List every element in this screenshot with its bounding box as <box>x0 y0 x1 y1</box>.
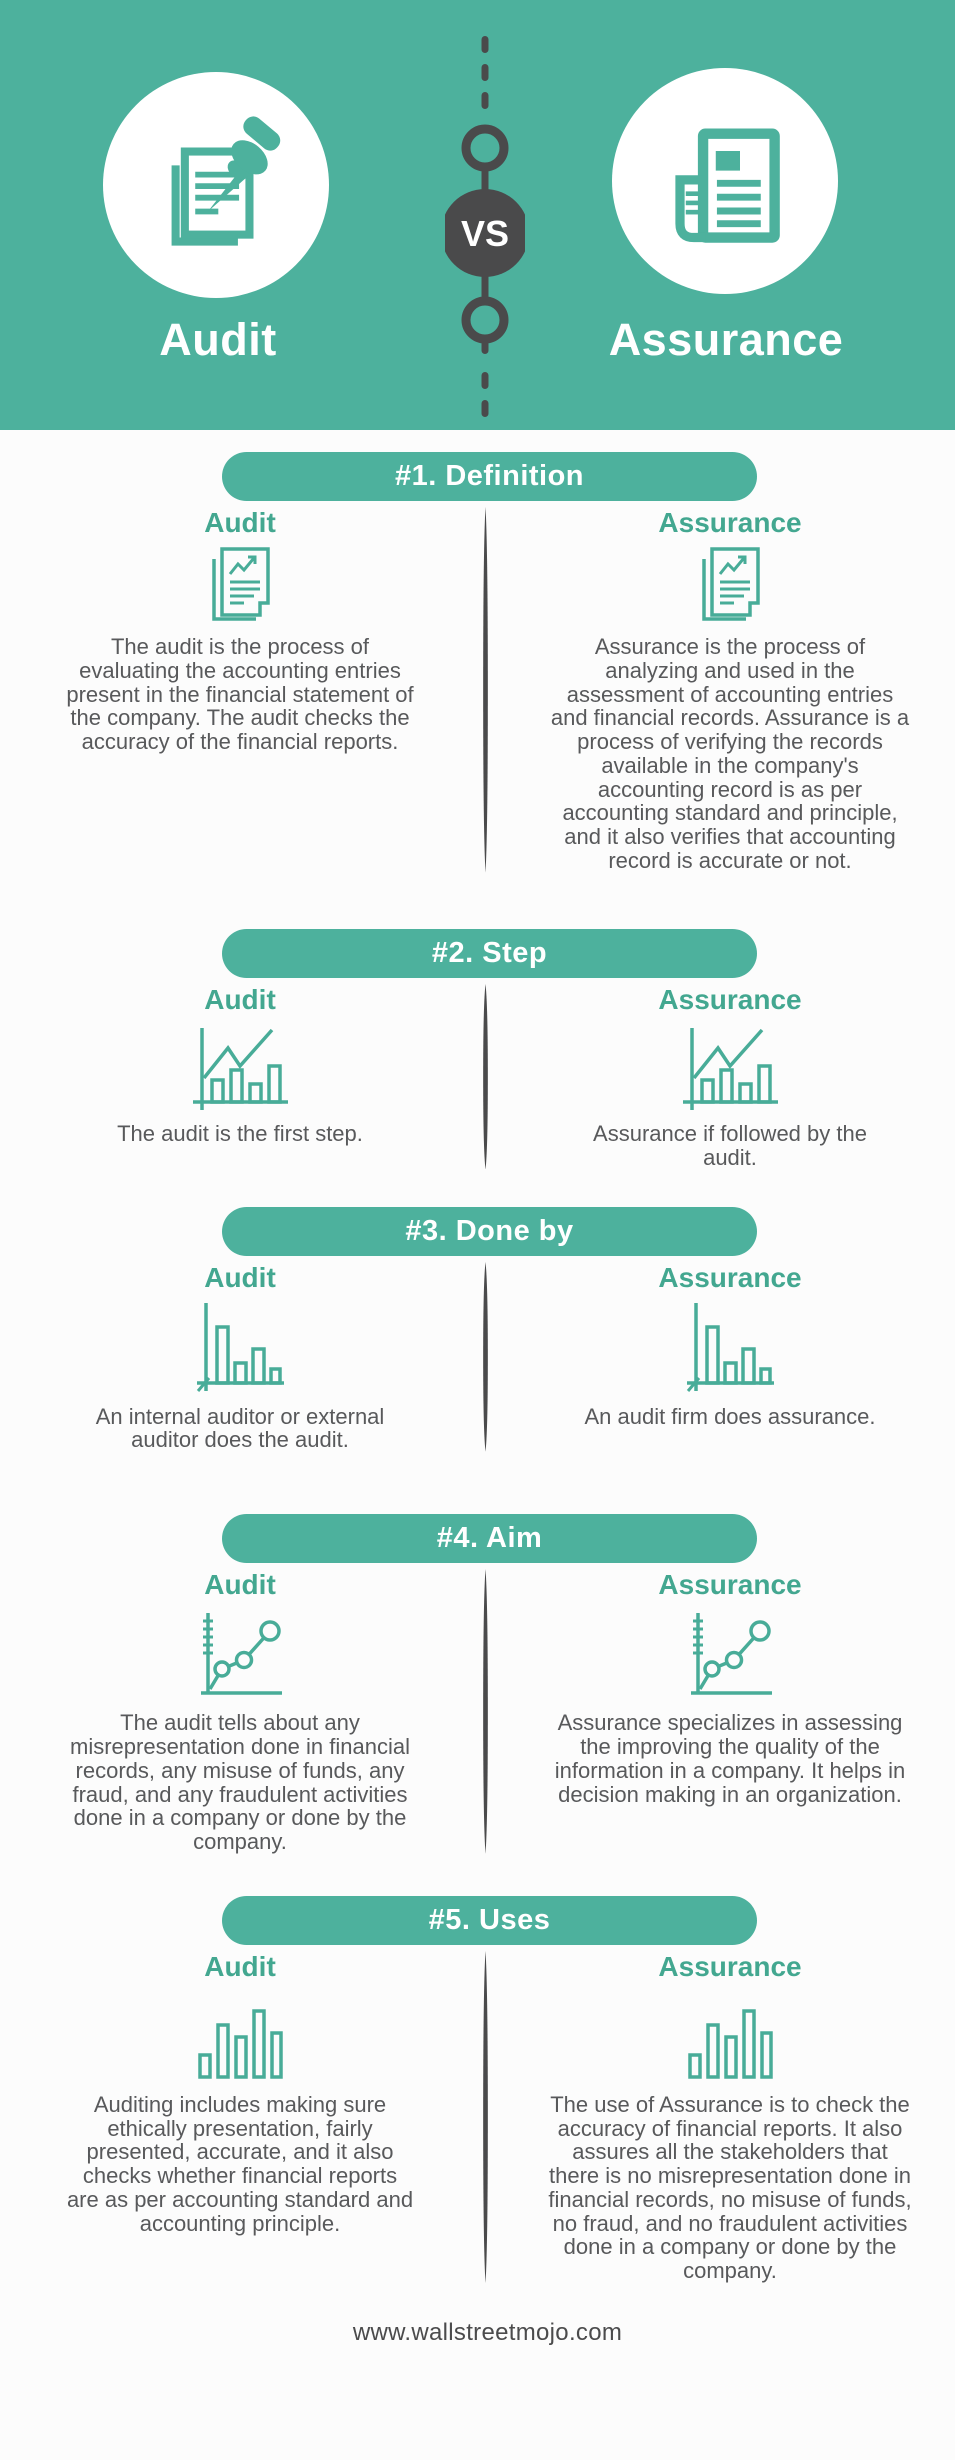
column-text: Assurance if followed by the audit. <box>593 1120 867 1170</box>
column-text: Assurance specializes in assessing the i… <box>554 1710 906 1807</box>
divider-line <box>460 1950 510 2283</box>
section-step: #2. Step Audit The audit is the first st… <box>0 928 955 1170</box>
document-chart-icon <box>702 547 760 621</box>
scatter-line-chart-icon <box>691 1613 772 1695</box>
document-chart-icon <box>212 547 270 621</box>
column-text: The audit tells about any misrepresentat… <box>70 1710 410 1854</box>
audit-column: Audit An internal auditor or external au… <box>20 1262 460 1452</box>
audit-column: Audit Auditing includes making sure ethi… <box>20 1951 460 2283</box>
section-pill: #5. Uses <box>222 1895 757 1945</box>
hero-header: Audit Assurance VS <box>0 0 955 430</box>
hero-title-assurance: Assurance <box>608 314 844 365</box>
bar-chart-trend-icon <box>193 1027 288 1110</box>
column-heading: Audit <box>204 983 276 1015</box>
assurance-column: Assurance Assurance if followed by the a… <box>510 984 950 1170</box>
equalizer-bars-icon <box>198 2009 283 2079</box>
hero-title-audit: Audit <box>159 314 277 365</box>
declining-bar-chart-icon <box>196 1302 284 1392</box>
assurance-column: Assurance The use of Assurance is to che… <box>510 1951 950 2283</box>
column-heading: Assurance <box>658 1950 802 1982</box>
audit-column: Audit The audit is the process of evalua… <box>20 507 460 873</box>
column-heading: Assurance <box>658 1262 802 1294</box>
section-pill: #4. Aim <box>222 1514 757 1564</box>
section-pill: #3. Done by <box>222 1207 757 1257</box>
vs-chain-icon: VS <box>445 36 525 417</box>
hero-right-circle <box>612 68 838 294</box>
column-text: An internal auditor or external auditor … <box>95 1403 385 1453</box>
section-pill: #1. Definition <box>222 452 757 501</box>
column-heading: Audit <box>204 1569 276 1601</box>
bar-chart-trend-icon <box>683 1027 778 1110</box>
column-heading: Assurance <box>658 1569 802 1601</box>
divider-line <box>460 983 510 1170</box>
column-text: An audit firm does assurance. <box>584 1403 876 1429</box>
column-text: The use of Assurance is to check the acc… <box>548 2091 912 2284</box>
declining-bar-chart-icon <box>686 1302 774 1392</box>
divider-line <box>460 1262 510 1453</box>
hero-left-circle <box>103 72 329 298</box>
column-text: The audit is the first step. <box>117 1120 363 1146</box>
divider-line <box>460 507 510 873</box>
column-text: Assurance is the process of analyzing an… <box>550 634 910 873</box>
assurance-column: Assurance Assurance is the process of an… <box>510 507 950 873</box>
audit-column: Audit The audit is the first step. <box>20 984 460 1170</box>
audit-column: Audit The audit tells about any m <box>20 1569 460 1854</box>
column-heading: Audit <box>204 507 276 538</box>
scatter-line-chart-icon <box>201 1613 282 1695</box>
column-heading: Assurance <box>658 507 802 538</box>
financial-report-icon <box>675 128 780 243</box>
section-uses: #5. Uses Audit Auditing includes making … <box>0 1895 955 2283</box>
section-done-by: #3. Done by Audit An internal auditor or <box>0 1207 955 1453</box>
column-heading: Audit <box>204 1950 276 1982</box>
column-heading: Audit <box>204 1262 276 1294</box>
section-aim: #4. Aim Audit <box>0 1514 955 1854</box>
vs-badge: VS <box>461 213 509 254</box>
assurance-column: Assurance An audit firm does assurance. <box>510 1262 950 1452</box>
divider-line <box>460 1569 510 1854</box>
section-pill: #2. Step <box>222 928 757 978</box>
column-text: Auditing includes making sure ethically … <box>66 2091 414 2236</box>
section-definition: #1. Definition Audit The audit is the pr… <box>0 452 955 873</box>
footer-url: www.wallstreetmojo.com <box>352 2318 623 2346</box>
column-text: The audit is the process of evaluating t… <box>66 634 414 755</box>
equalizer-bars-icon <box>688 2009 773 2079</box>
assurance-column: Assurance Assurance specializes i <box>510 1569 950 1854</box>
column-heading: Assurance <box>658 983 802 1015</box>
pinned-document-icon <box>171 116 281 246</box>
